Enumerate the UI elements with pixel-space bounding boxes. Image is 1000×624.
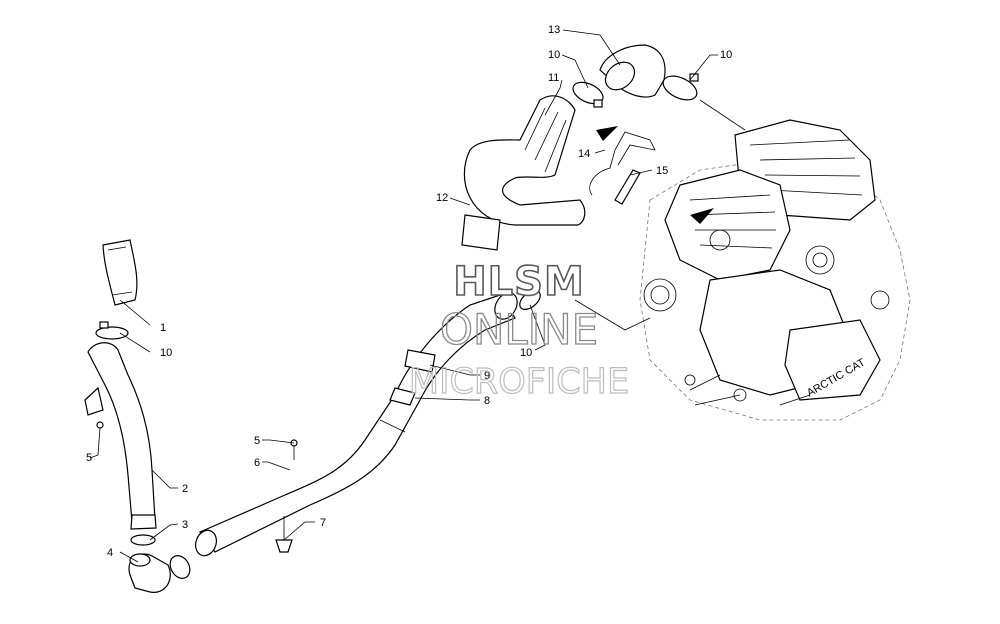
intake-duct-upper [461,44,699,251]
callout-11: 11 [548,72,559,84]
callout-13: 13 [548,24,560,36]
engine-assembly: ARCTIC CAT [639,119,911,421]
callout-6: 6 [254,457,260,469]
callout-7: 7 [320,517,326,529]
callout-1: 1 [160,322,166,334]
callout-numbers: 1 10 5 2 3 4 5 6 7 10 9 8 12 11 10 13 10… [86,24,732,559]
callout-5b: 5 [254,435,260,447]
watermark-line-2: ONLINE [440,305,598,354]
callout-12: 12 [436,192,448,204]
callout-10c: 10 [548,49,560,61]
callout-14: 14 [578,148,590,160]
intake-duct-main [195,290,541,557]
callout-10a: 10 [160,347,172,359]
callout-9: 9 [484,370,490,382]
watermark-line-3: MICROFICHE [409,362,629,402]
watermark-line-1: HLSM [453,259,585,305]
intake-duct-left [84,239,191,593]
callout-10b: 10 [520,347,532,359]
callout-2: 2 [182,483,188,495]
callout-leaders [89,29,746,563]
callout-10d: 10 [720,49,732,61]
callout-4: 4 [107,547,113,559]
callout-8: 8 [484,395,490,407]
callout-5a: 5 [86,452,92,464]
watermark: HLSM ONLINE MICROFICHE [408,258,629,402]
callout-15: 15 [656,165,668,177]
callout-3: 3 [182,519,188,531]
